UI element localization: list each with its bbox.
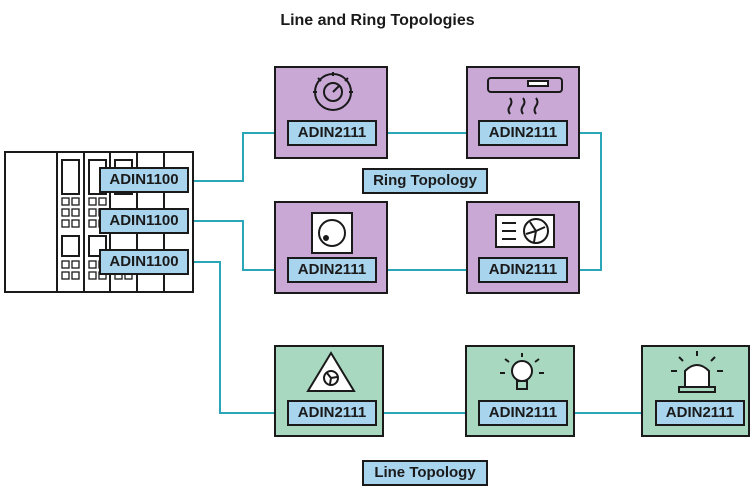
- ring-topology-label: Ring Topology: [362, 168, 488, 194]
- link-ring-close: [570, 132, 602, 271]
- air-conditioner-icon: [487, 77, 563, 115]
- link-controller-line: [190, 261, 290, 414]
- controller-phy-1: ADIN1100: [99, 167, 189, 193]
- line-phy-2: ADIN2111: [478, 400, 568, 426]
- dial-icon: [313, 72, 353, 111]
- light-bulb-icon: [500, 353, 544, 390]
- ring-phy-2: ADIN2111: [478, 120, 568, 146]
- controller-phy-2: ADIN1100: [99, 208, 189, 234]
- ring-phy-1: ADIN2111: [287, 120, 377, 146]
- diagram-title: Line and Ring Topologies: [280, 12, 475, 29]
- link-controller-ring-bottom: [190, 220, 290, 271]
- ring-phy-4: ADIN2111: [478, 257, 568, 283]
- line-phy-1: ADIN2111: [287, 400, 377, 426]
- thermostat-icon: [311, 212, 353, 254]
- ring-phy-3: ADIN2111: [287, 257, 377, 283]
- fan-unit-icon: [495, 214, 555, 248]
- siren-icon: [671, 351, 723, 393]
- link-controller-ring-top: [190, 132, 290, 182]
- fan-warning-icon: [306, 351, 356, 392]
- controller-phy-3: ADIN1100: [99, 249, 189, 275]
- line-topology-label: Line Topology: [362, 460, 488, 486]
- line-phy-3: ADIN2111: [655, 400, 745, 426]
